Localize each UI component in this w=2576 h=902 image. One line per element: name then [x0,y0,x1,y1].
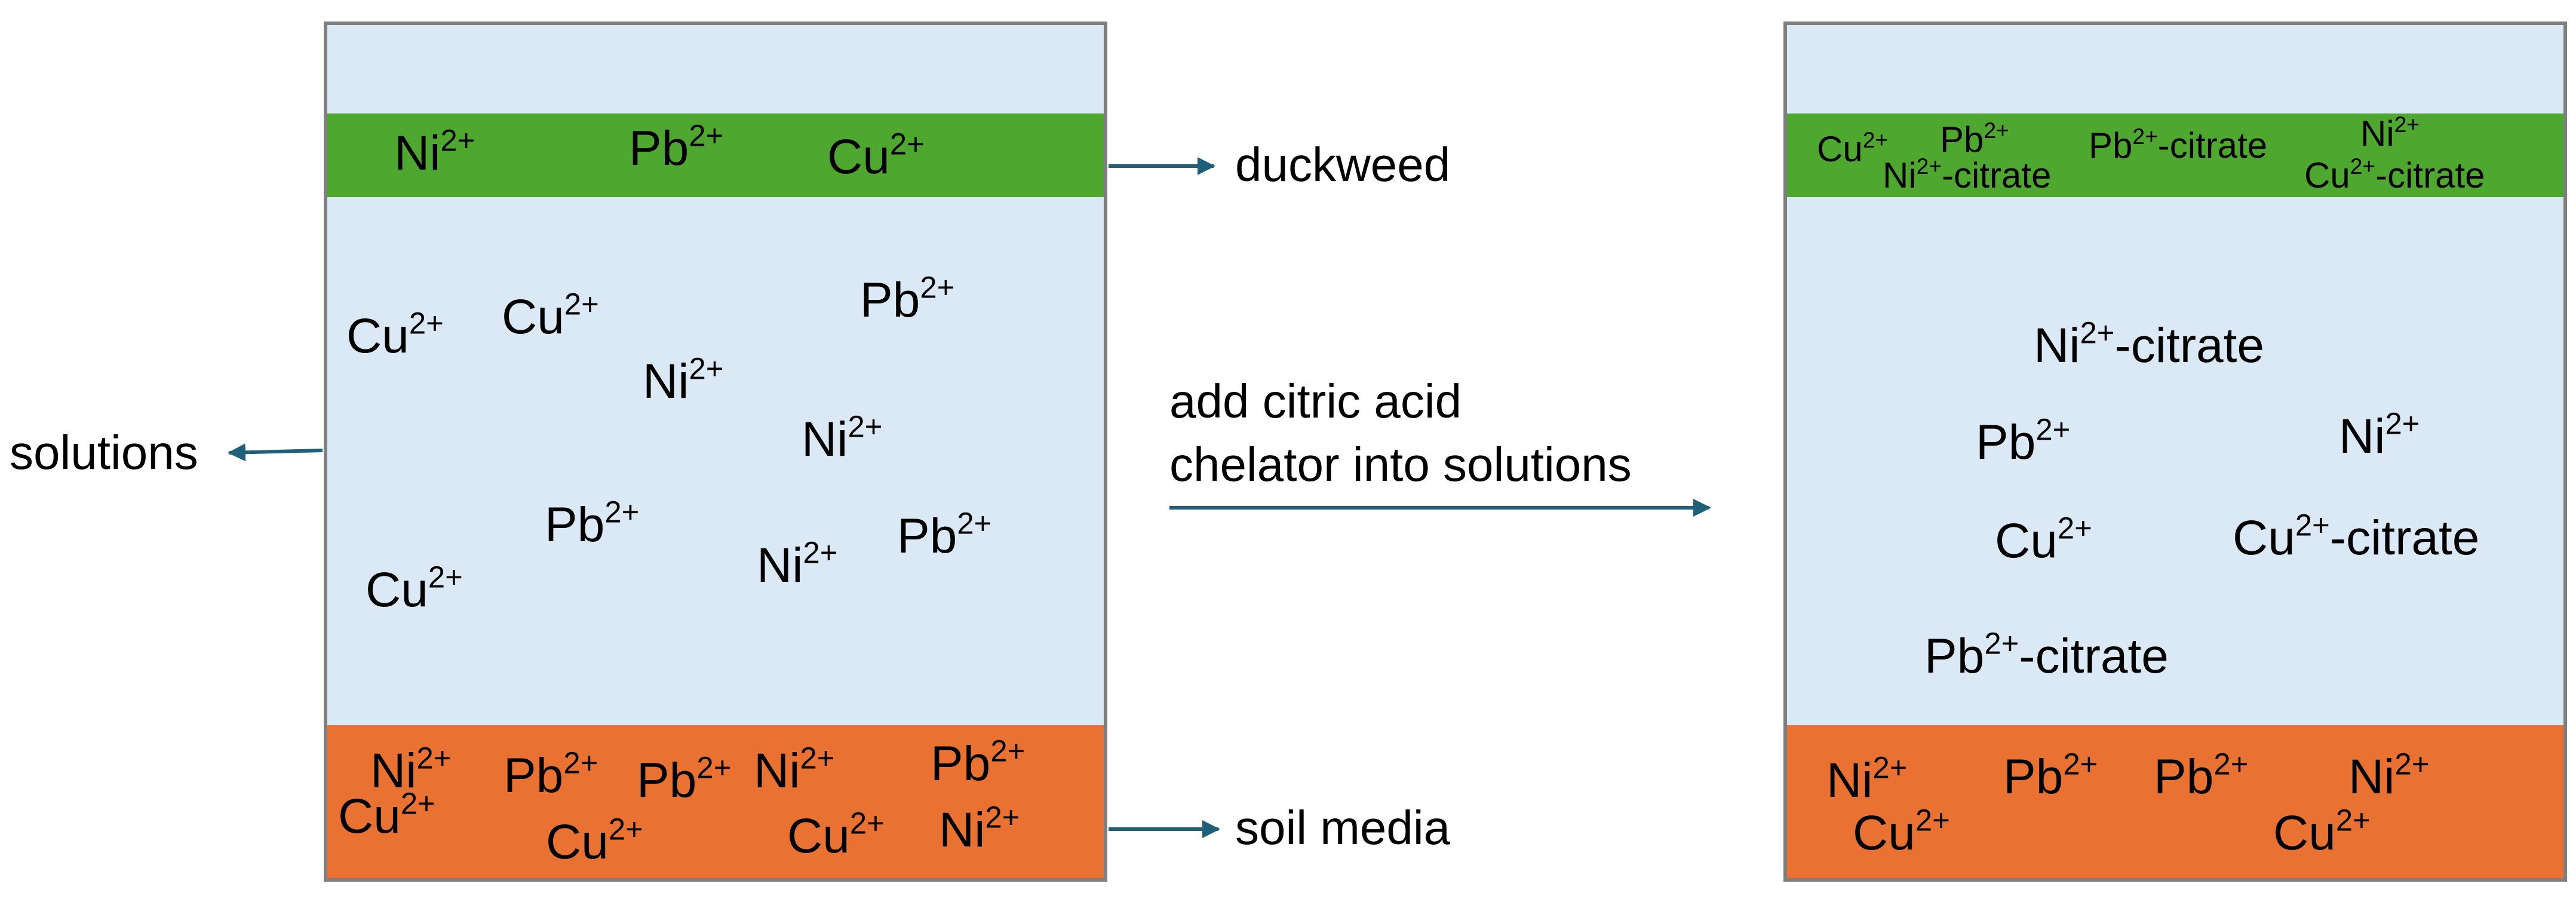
ion-label: Pb2+ [503,745,598,803]
ion-label: Pb2+ [1940,117,2009,159]
ion-label: Ni2+ [939,800,1020,857]
ion-charge: 2+ [2394,747,2430,781]
ion-label: Pb2+ [2154,747,2249,804]
ion-label: Cu2+ [1995,511,2092,568]
ion-label: Cu2+-citrate [2233,508,2480,565]
ion-charge: 2+ [1862,127,1889,152]
ion-label: Ni2+ [394,123,475,180]
ion-charge: 2+ [2335,803,2371,837]
ion-charge: 2+ [2080,315,2115,350]
ion-charge: 2+ [2385,406,2420,441]
ion-charge: 2+ [2295,508,2330,542]
ion-charge: 2+ [1984,626,2019,661]
ion-label: Cu2+-citrate [2304,153,2485,195]
ion-charge: 2+ [400,786,435,821]
ion-label: Cu2+ [366,560,463,617]
ion-charge: 2+ [2350,153,2376,179]
ion-label: Ni2+ [643,351,724,409]
ion-charge: 2+ [2213,747,2249,781]
ion-label: Cu2+ [502,287,599,344]
ion-label: Pb2+-citrate [1924,626,2169,683]
ion-label: Ni2+ [2339,406,2420,464]
ion-label: Cu2+ [1853,803,1950,860]
right-soil-layer: Ni2+ Pb2+ Pb2+ Ni2+ Cu2+ Cu2+ [1787,725,2563,878]
transition-label-line1: add citric acid [1169,375,1462,428]
ion-charge: 2+ [608,812,643,846]
ion-label: Cu2+ [1817,127,1889,169]
ion-label: Cu2+ [546,812,643,869]
ion-charge: 2+ [604,495,640,529]
right-panel-after: Cu2+ Pb2+ Ni2+-citrate Pb2+-citrate Ni2+… [1783,22,2567,882]
ion-label: Ni2+ [2360,111,2420,154]
ion-label: Ni2+ [2348,747,2430,804]
ion-charge: 2+ [689,118,724,153]
ion-label: Pb2+ [629,118,724,176]
ion-label: Cu2+ [338,786,435,843]
right-solution-layer: Ni2+-citrate Pb2+ Ni2+ Cu2+ Cu2+-citrate… [1787,197,2563,743]
solutions-label: solutions [10,426,198,479]
ion-label: Cu2+ [2273,803,2371,860]
ion-label: Ni2+ [757,535,838,593]
right-duckweed-layer: Cu2+ Pb2+ Ni2+-citrate Pb2+-citrate Ni2+… [1787,113,2563,197]
ion-charge: 2+ [1872,750,1908,785]
ion-label: Ni2+ [1826,750,1908,808]
ion-charge: 2+ [990,734,1026,768]
ion-label: Cu2+ [827,127,925,184]
ion-charge: 2+ [416,741,452,775]
left-panel-before: Ni2+ Pb2+ Cu2+ Cu2+ Cu2+ Pb2+ Ni2+ Ni2+ … [324,22,1107,882]
left-soil-layer: Ni2+ Pb2+ Pb2+ Ni2+ Pb2+ Cu2+ Cu2+ Cu2+ … [327,725,1104,878]
ion-label: Ni2+ [370,741,452,798]
ion-charge: 2+ [689,351,724,386]
ion-label: Cu2+ [787,806,885,863]
ion-charge: 2+ [563,745,598,780]
ion-charge: 2+ [2063,747,2098,781]
transition-label-line2: chelator into solutions [1169,438,1632,491]
ion-charge: 2+ [409,306,444,340]
ion-label: Pb2+ [637,750,732,808]
ion-charge: 2+ [564,287,599,321]
ion-charge: 2+ [1915,803,1950,837]
ion-label: Ni2+-citrate [1883,153,2052,195]
ion-label: Pb2+-citrate [2089,123,2268,165]
ion-charge: 2+ [848,409,883,444]
ion-charge: 2+ [849,806,885,840]
ion-charge: 2+ [957,506,992,541]
ion-label: Pb2+ [931,734,1026,791]
duckweed-label: duckweed [1235,138,1451,191]
solutions-pointer-arrow [228,443,323,462]
ion-label: Ni2+ [802,409,883,467]
ion-charge: 2+ [1916,153,1942,179]
ion-charge: 2+ [440,123,475,158]
ion-label: Pb2+ [897,506,992,563]
ion-charge: 2+ [2035,412,2071,447]
ion-label: Pb2+ [2003,747,2098,804]
ion-charge: 2+ [2057,511,2092,545]
ion-charge: 2+ [800,741,835,775]
ion-charge: 2+ [1984,117,2009,143]
soil-media-label: soil media [1235,801,1451,854]
ion-charge: 2+ [985,800,1020,834]
ion-label: Ni2+-citrate [2034,315,2264,373]
ion-charge: 2+ [2132,123,2158,149]
ion-label: Pb2+ [545,495,640,552]
left-duckweed-layer: Ni2+ Pb2+ Cu2+ [327,113,1104,197]
ion-label: Cu2+ [346,306,444,363]
ion-label: Ni2+ [754,741,835,798]
ion-label: Pb2+ [860,270,955,327]
ion-charge: 2+ [428,560,463,594]
ion-charge: 2+ [920,270,955,305]
ion-label: Pb2+ [1976,412,2071,470]
left-solution-layer: Cu2+ Cu2+ Pb2+ Ni2+ Ni2+ Pb2+ Pb2+ Cu2+ … [327,197,1104,743]
ion-charge: 2+ [696,750,732,785]
ion-charge: 2+ [803,535,838,570]
ion-charge: 2+ [2394,111,2420,137]
ion-charge: 2+ [889,127,925,161]
